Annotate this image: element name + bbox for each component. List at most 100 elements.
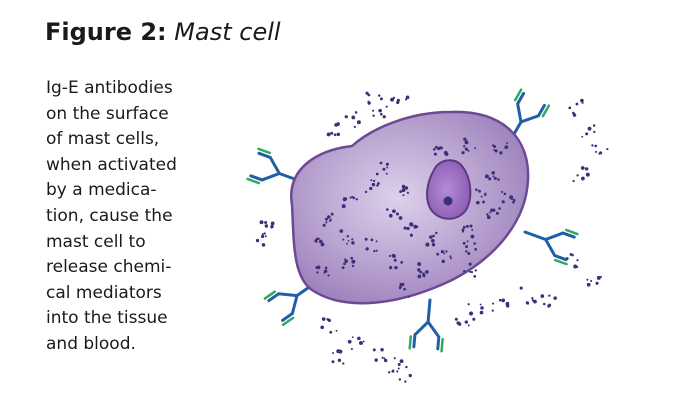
- mediator-granule: [464, 320, 468, 324]
- antibody-stroke: [246, 177, 261, 185]
- granule: [401, 184, 406, 189]
- granule: [417, 268, 421, 272]
- mediator-granule: [531, 297, 534, 300]
- mediator-granule: [576, 259, 579, 262]
- mediator-granule: [568, 106, 572, 110]
- granule: [434, 145, 438, 149]
- granule: [400, 261, 404, 264]
- granule: [413, 224, 418, 229]
- antibody-stroke: [544, 231, 576, 242]
- granule: [465, 224, 469, 228]
- mediator-granule: [479, 303, 482, 306]
- mediator-granule: [533, 299, 537, 304]
- granule: [449, 255, 452, 258]
- granule: [347, 239, 350, 242]
- antibody: [523, 228, 579, 266]
- granule: [346, 234, 350, 238]
- granule: [344, 197, 348, 201]
- antibody-stroke: [281, 316, 295, 327]
- granule: [431, 240, 434, 243]
- mediator-granule: [390, 97, 394, 102]
- mediator-granule: [321, 317, 326, 321]
- mediator-granule: [580, 98, 584, 103]
- granule: [471, 228, 474, 231]
- released-mediators: [255, 91, 609, 383]
- nucleolus: [443, 196, 453, 206]
- caption: Ig-E antibodies on the surface of mast c…: [46, 76, 206, 358]
- mediator-granule: [581, 101, 584, 104]
- granule: [470, 234, 475, 239]
- granule: [391, 253, 395, 257]
- granule: [346, 242, 348, 245]
- granule: [386, 208, 389, 211]
- mediator-granule: [335, 329, 338, 332]
- granule: [315, 237, 319, 241]
- granule: [478, 189, 481, 193]
- mediator-granule: [542, 302, 546, 306]
- antibody-stroke: [412, 320, 430, 349]
- mediator-granule: [548, 294, 551, 297]
- granule: [432, 147, 436, 151]
- granule: [399, 190, 402, 193]
- granule: [382, 167, 386, 171]
- mediator-granule: [383, 357, 386, 360]
- granule: [431, 242, 436, 247]
- mediator-granule: [357, 336, 361, 341]
- granule: [409, 233, 413, 237]
- granule: [389, 254, 392, 258]
- granule: [461, 228, 465, 232]
- caption-line: release chemi-: [46, 257, 172, 278]
- mediator-granule: [260, 234, 265, 239]
- granule: [484, 192, 487, 195]
- granule: [474, 147, 477, 150]
- mediator-granule: [330, 131, 334, 135]
- granule: [480, 195, 483, 198]
- granule: [316, 265, 321, 270]
- granule: [364, 190, 368, 194]
- mediator-granule: [454, 317, 458, 321]
- mediator-granule: [396, 100, 400, 105]
- granule: [493, 148, 496, 151]
- granule: [403, 287, 406, 291]
- granule: [493, 176, 497, 180]
- granule: [463, 269, 466, 273]
- mediator-granule: [600, 275, 603, 278]
- granule: [489, 211, 492, 214]
- granule: [341, 266, 345, 269]
- caption-line: Ig-E antibodies: [46, 78, 173, 98]
- granule: [433, 152, 437, 156]
- mediator-granule: [255, 238, 260, 243]
- granule: [486, 215, 491, 220]
- antibody-stroke: [426, 298, 432, 324]
- granule: [461, 151, 465, 155]
- mediator-granule: [320, 325, 324, 330]
- mediator-granule: [480, 306, 484, 310]
- granule: [465, 250, 468, 253]
- granule: [401, 282, 405, 287]
- mediator-granule: [505, 304, 510, 308]
- mediator-granule: [331, 360, 335, 364]
- antibody-stroke: [408, 335, 412, 350]
- mediator-granule: [404, 98, 408, 101]
- granule: [465, 245, 468, 249]
- granule: [485, 174, 489, 179]
- granule: [341, 204, 346, 209]
- mediator-granule: [572, 113, 577, 117]
- granule: [462, 230, 465, 233]
- caption-line: on the surface: [46, 103, 169, 124]
- granule: [386, 162, 389, 166]
- granule: [469, 224, 473, 228]
- granule: [398, 216, 403, 220]
- mediator-granule: [327, 318, 332, 323]
- mediator-granule: [344, 115, 348, 119]
- granule: [467, 149, 470, 152]
- caption-line: by a medica-: [46, 180, 157, 201]
- mediator-granule: [592, 124, 596, 127]
- granule: [364, 237, 368, 241]
- antibody: [263, 281, 317, 327]
- mediator-granule: [525, 301, 529, 305]
- granule: [498, 207, 501, 210]
- granule: [488, 177, 492, 181]
- mediator-granule: [352, 115, 355, 118]
- mediator-granule: [326, 132, 331, 137]
